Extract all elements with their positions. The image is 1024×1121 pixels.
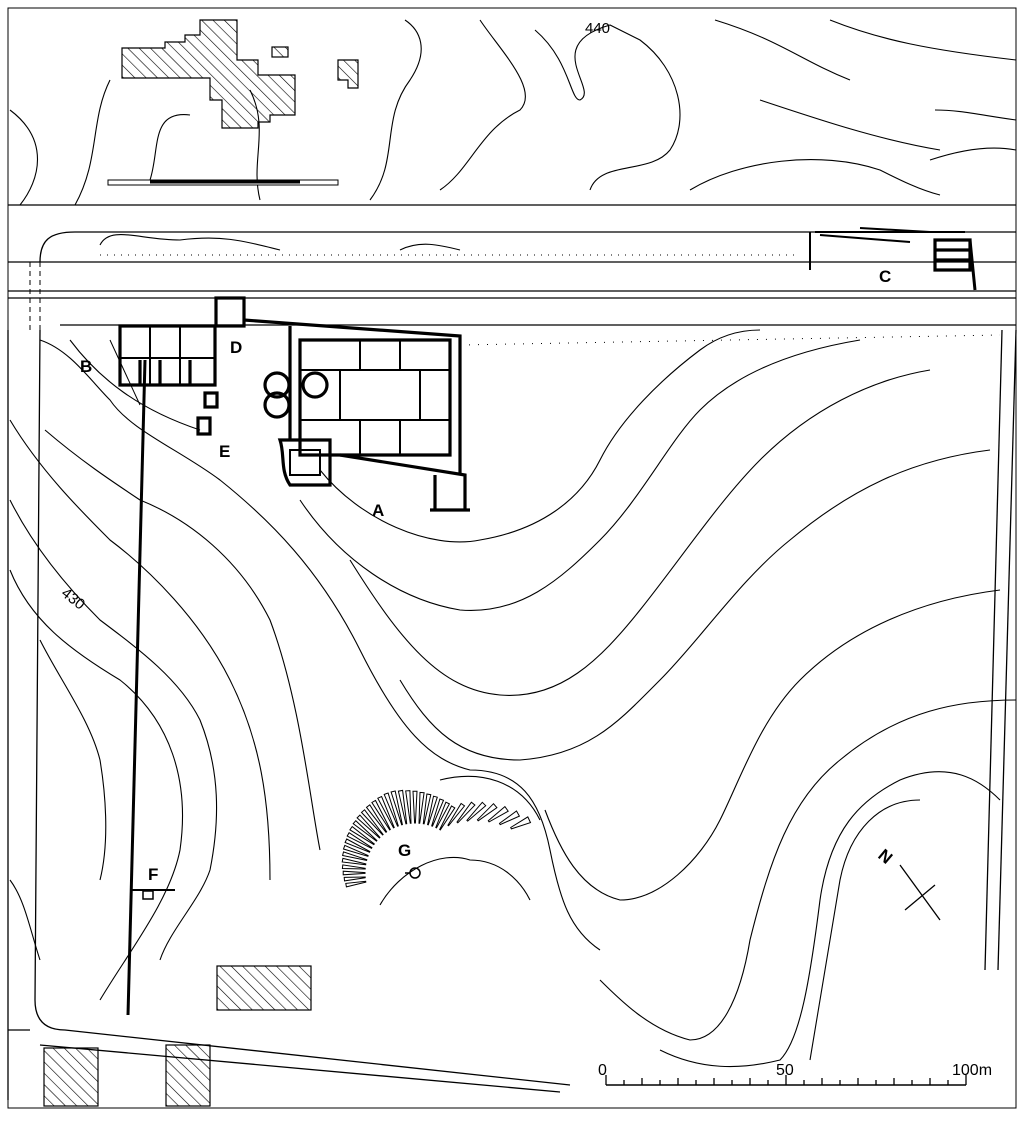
theatre-seat-wedge [371,799,391,831]
label-d: D [230,338,242,357]
scale-bar: 0 50 100m [598,1062,992,1086]
structure-f [130,889,175,900]
theatre-seat-wedge [427,795,438,826]
label-b: B [80,357,92,376]
label-e: E [219,442,230,461]
contour-lines [9,19,1017,1068]
label-c: C [879,267,891,286]
theatre-seat-wedge [487,805,509,823]
theatre-seat-wedge [356,814,381,839]
villa-complex [109,296,470,1016]
north-label: N [874,845,896,867]
theatre-seat-wedge [365,804,388,834]
map-frame [7,7,1017,1109]
theatre-seat-wedge [466,801,487,822]
scale-label-100: 100m [952,1062,992,1079]
theatre-seat-wedge [397,789,408,825]
theatre-seat-wedge [390,790,403,826]
contour-label-430: 430 [58,585,88,614]
theatre-seat-wedge [342,870,366,876]
theatre-seat-wedge [341,851,368,861]
theatre-seat-wedge [498,810,521,826]
modern-buildings [43,19,359,1107]
roads [7,204,1017,1100]
theatre-seat-wedge [431,798,445,827]
theatre-seat-wedge [343,876,366,882]
theatre-seat-wedge [377,795,395,829]
structure-c [809,227,977,291]
theatre-seat-wedge [349,825,376,846]
theatre-seat-wedge [435,801,451,829]
contour-label-440: 440 [585,20,610,37]
theatre-seat-wedge [344,838,371,853]
theatre-seat-wedge [346,831,373,849]
north-arrow: N [874,845,941,921]
theatre-seat-wedge [352,819,378,842]
scale-label-50: 50 [776,1062,794,1079]
scale-label-0: 0 [598,1062,607,1079]
theatre-seat-wedge [405,790,412,824]
label-f: F [148,865,158,884]
theatre-center-mark [405,867,421,879]
theatre-seat-wedge [456,801,476,824]
theatre-seat-wedge [412,790,418,824]
theatre-seat-wedge [341,864,366,870]
label-a: A [372,501,384,520]
theatre-seat-wedge [422,793,432,825]
theatre-seat-wedge [447,802,466,827]
label-g: G [398,841,411,860]
theatre-seat-wedge [345,880,367,888]
theatre-seat-wedge [510,816,532,830]
theatre-seat-wedge [439,805,456,831]
theatre-seat-wedge [383,792,399,827]
theatre-g [341,789,532,888]
theatre-seat-wedge [476,802,498,822]
theatre-seat-wedge [341,857,367,866]
theatre-seat-wedge [342,844,369,857]
theatre-seat-wedge [360,809,384,836]
theatre-seat-wedge [418,791,425,824]
